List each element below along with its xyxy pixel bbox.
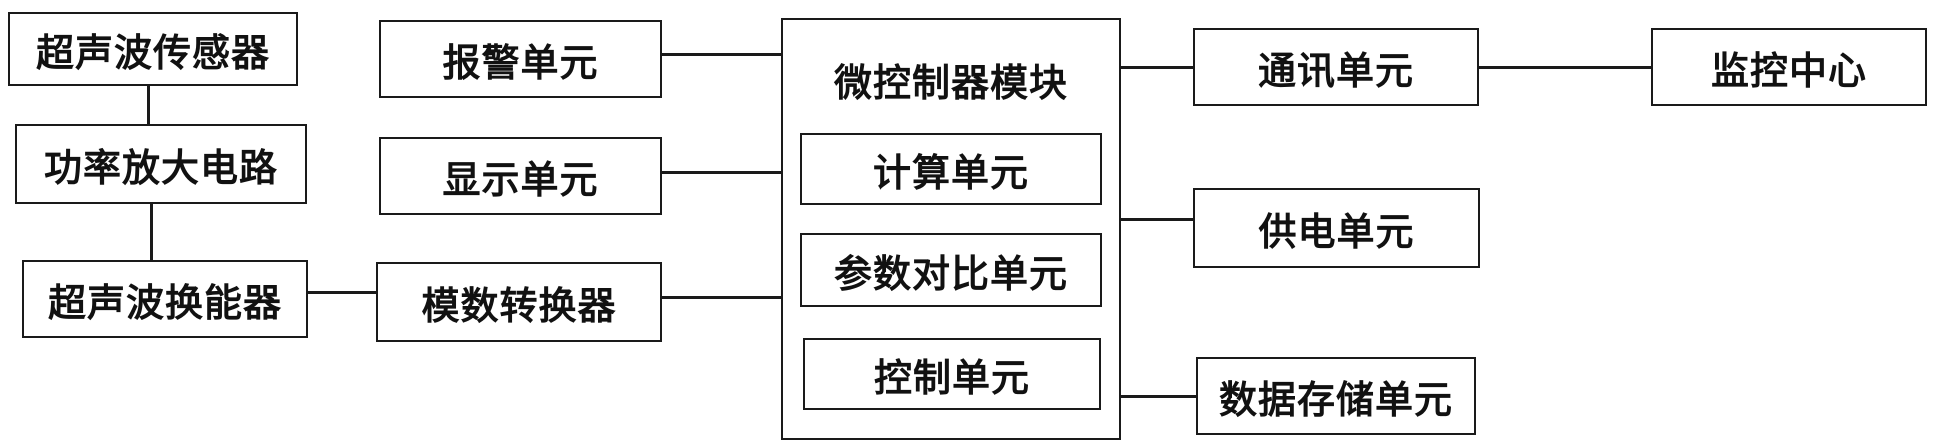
power-label: 供电单元 — [1258, 209, 1415, 254]
alarm-box: 报警单元 — [379, 20, 662, 98]
amplifier-label: 功率放大电路 — [43, 145, 278, 190]
amplifier-box: 功率放大电路 — [15, 124, 307, 204]
connector-mcu-power — [1121, 218, 1193, 221]
connector-adc-mcu — [662, 296, 781, 299]
adc-label: 模数转换器 — [421, 283, 617, 328]
transducer-box: 超声波换能器 — [22, 260, 308, 338]
display-box: 显示单元 — [379, 137, 662, 215]
compute-unit-box: 计算单元 — [800, 133, 1102, 205]
connector-mcu-comm — [1121, 66, 1193, 69]
connector-display-mcu — [662, 171, 781, 174]
comm-label: 通讯单元 — [1257, 48, 1414, 93]
connector-transducer-adc — [308, 291, 376, 294]
compare-unit-box: 参数对比单元 — [800, 233, 1102, 307]
comm-box: 通讯单元 — [1193, 28, 1479, 106]
power-box: 供电单元 — [1193, 188, 1480, 268]
monitor-box: 监控中心 — [1651, 28, 1927, 106]
storage-box: 数据存储单元 — [1196, 357, 1476, 435]
storage-label: 数据存储单元 — [1218, 377, 1453, 422]
transducer-label: 超声波换能器 — [47, 280, 282, 325]
connector-alarm-mcu — [662, 53, 781, 56]
monitor-label: 监控中心 — [1710, 48, 1867, 93]
mcu-title: 微控制器模块 — [833, 61, 1068, 105]
control-unit-box: 控制单元 — [803, 338, 1101, 410]
connector-mcu-storage — [1121, 395, 1196, 398]
sensor-label: 超声波传感器 — [35, 30, 270, 75]
sensor-box: 超声波传感器 — [8, 12, 298, 86]
connector-amplifier-transducer — [150, 204, 153, 260]
alarm-label: 报警单元 — [442, 40, 599, 85]
connector-comm-monitor — [1479, 66, 1651, 69]
adc-box: 模数转换器 — [376, 262, 662, 342]
compute-unit-label: 计算单元 — [872, 150, 1029, 195]
compare-unit-label: 参数对比单元 — [833, 251, 1068, 296]
display-label: 显示单元 — [442, 157, 599, 202]
connector-sensor-amplifier — [147, 86, 150, 124]
control-unit-label: 控制单元 — [873, 355, 1030, 400]
